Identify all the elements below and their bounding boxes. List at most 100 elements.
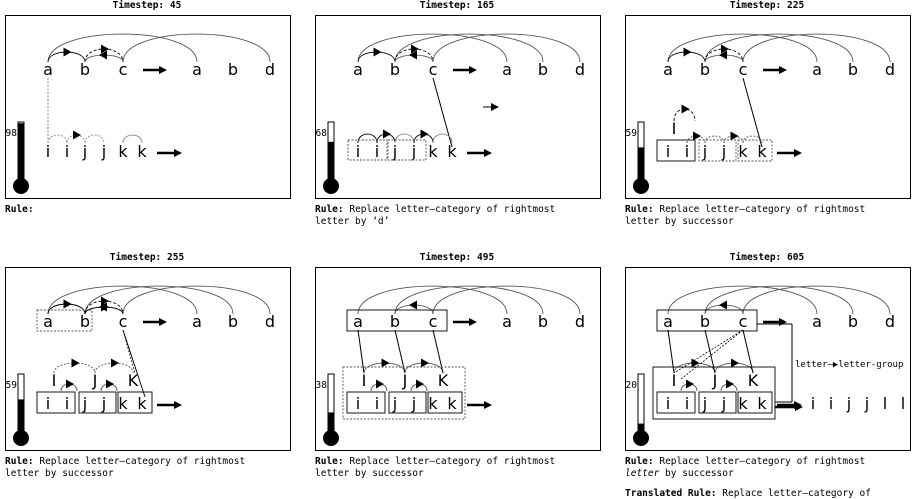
- arrow-right-icon: [381, 358, 390, 368]
- group-box: [656, 309, 758, 332]
- answer-letter-i: i: [829, 394, 833, 413]
- rule-label: Rule:: [625, 456, 654, 467]
- correspondence-line: [742, 329, 754, 374]
- arrow-right-icon: [66, 379, 74, 389]
- correspondence-line: [704, 329, 716, 374]
- target-letter-j: j: [721, 394, 726, 413]
- arrow-left-icon: [719, 300, 727, 310]
- arrow-right-icon: [686, 379, 694, 389]
- big-arrow-head-icon: [469, 66, 477, 74]
- big-arrow-head-icon: [779, 66, 787, 74]
- target-letter-k: k: [738, 142, 748, 161]
- group-box: [346, 309, 448, 332]
- group-label-K: K: [128, 371, 139, 390]
- correspondence-line: [667, 329, 675, 374]
- target-letter-k: k: [428, 394, 438, 413]
- temperature-value: 20: [626, 380, 638, 391]
- thermometer-bulb: [633, 178, 649, 194]
- target-letter-k: k: [118, 142, 128, 161]
- modified-letter-a: a: [192, 312, 202, 331]
- big-arrow-head-icon: [484, 401, 492, 409]
- target-letter-i: i: [685, 142, 689, 161]
- bond-arc: [394, 285, 544, 315]
- arrow-right-icon: [691, 358, 700, 368]
- arrow-right-icon: [373, 47, 382, 57]
- arrow-right-icon: [681, 104, 690, 114]
- group-box: [698, 391, 737, 414]
- rule-line-2: letter by successor: [315, 468, 424, 479]
- target-letter-i: i: [65, 142, 69, 161]
- arrow-right-icon: [383, 129, 391, 139]
- arrow-left-icon: [409, 50, 417, 60]
- group-box: [117, 391, 153, 414]
- correspondence-line: [673, 329, 744, 374]
- bond-arc: [84, 134, 105, 144]
- workspace-frame: [5, 267, 291, 451]
- rule-line-2: letter by successor: [625, 216, 734, 227]
- bond-arc: [394, 33, 544, 63]
- thermometer-bulb: [323, 178, 339, 194]
- arrow-right-icon: [411, 44, 419, 54]
- arrow-right-icon: [721, 44, 729, 54]
- workspace-frame: [5, 15, 291, 199]
- target-letter-k: k: [137, 394, 147, 413]
- workspace-frame: [625, 15, 911, 199]
- modified-letter-a: a: [192, 60, 202, 79]
- bond-arc: [94, 362, 134, 374]
- temperature-value: 68: [316, 128, 328, 139]
- big-arrow-head-icon: [159, 318, 167, 326]
- group-box: [346, 391, 386, 414]
- target-letter-i: i: [375, 142, 379, 161]
- initial-letter-b: b: [80, 312, 90, 331]
- target-letter-k: k: [447, 142, 457, 161]
- timestep-title: Timestep: 255: [110, 252, 185, 263]
- initial-letter-c: c: [429, 60, 438, 79]
- group-box: [36, 391, 76, 414]
- bond-arc: [122, 33, 271, 63]
- bond-arc: [432, 33, 581, 63]
- target-letter-i: i: [46, 142, 50, 161]
- target-letter-j: j: [82, 142, 87, 161]
- group-label-I: I: [672, 119, 677, 138]
- group-box: [737, 391, 773, 414]
- arrow-left-icon: [409, 300, 417, 310]
- arrow-right-icon: [106, 379, 114, 389]
- workspace-frame: [315, 267, 601, 451]
- temperature-thermometer: [323, 373, 339, 446]
- bond-arc: [742, 285, 891, 315]
- target-letter-j: j: [101, 142, 106, 161]
- slippage-from: letter: [795, 360, 828, 370]
- correspondence-line: [357, 329, 365, 374]
- timestep-value: 225: [787, 0, 804, 11]
- group-label-I: I: [672, 371, 677, 390]
- workspace-frame: [315, 15, 601, 199]
- temperature-value: 59: [626, 128, 638, 139]
- rule-line-1: Replace letter–category of rightmost: [39, 456, 245, 467]
- timestep-value: 45: [170, 0, 182, 11]
- rule-text: Rule:: [5, 204, 34, 215]
- bond-arc: [432, 285, 581, 315]
- bond-arc: [357, 285, 508, 315]
- rule-label: Rule:: [315, 456, 344, 467]
- group-label-I: I: [362, 371, 367, 390]
- initial-letter-a: a: [663, 312, 673, 331]
- modified-letter-b: b: [848, 312, 858, 331]
- correspondence-line: [432, 77, 453, 148]
- modified-letter-b: b: [228, 312, 238, 331]
- arrow-right-icon: [101, 44, 109, 54]
- modified-letter-a: a: [502, 60, 512, 79]
- target-letter-i: i: [666, 142, 670, 161]
- bond-arc: [47, 134, 68, 144]
- arrow-right-icon: [421, 358, 429, 368]
- target-letter-k: k: [757, 394, 767, 413]
- group-box: [656, 139, 696, 162]
- initial-letter-a: a: [43, 312, 53, 331]
- modified-letter-b: b: [538, 60, 548, 79]
- arrow-right-icon: [416, 379, 424, 389]
- modified-letter-b: b: [228, 60, 238, 79]
- correspondence-line: [742, 77, 763, 148]
- group-box: [737, 139, 773, 162]
- thermometer-fill: [328, 141, 334, 184]
- bond-arc: [122, 134, 143, 144]
- temperature-thermometer: [13, 373, 29, 446]
